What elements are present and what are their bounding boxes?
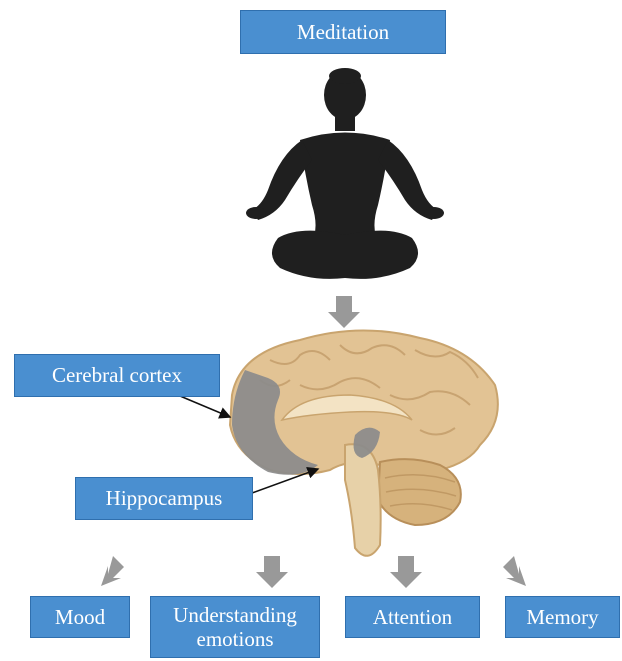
down-arrow-icon — [328, 296, 360, 328]
brain-illustration — [230, 330, 498, 555]
cerebral-cortex-label: Cerebral cortex — [14, 354, 220, 397]
cortex-pointer-line — [180, 396, 230, 417]
meditating-person-icon — [246, 68, 444, 279]
diagonal-arrow-icon — [503, 556, 526, 586]
outcome-understanding-emotions: Understanding emotions — [150, 596, 320, 658]
outcome-attention: Attention — [345, 596, 480, 638]
down-arrow-icon — [256, 556, 288, 588]
diagonal-arrow-icon — [101, 556, 124, 586]
down-arrow-icon — [390, 556, 422, 588]
outcome-memory: Memory — [505, 596, 620, 638]
hippocampus-label: Hippocampus — [75, 477, 253, 520]
outcome-mood: Mood — [30, 596, 130, 638]
meditation-label: Meditation — [240, 10, 446, 54]
